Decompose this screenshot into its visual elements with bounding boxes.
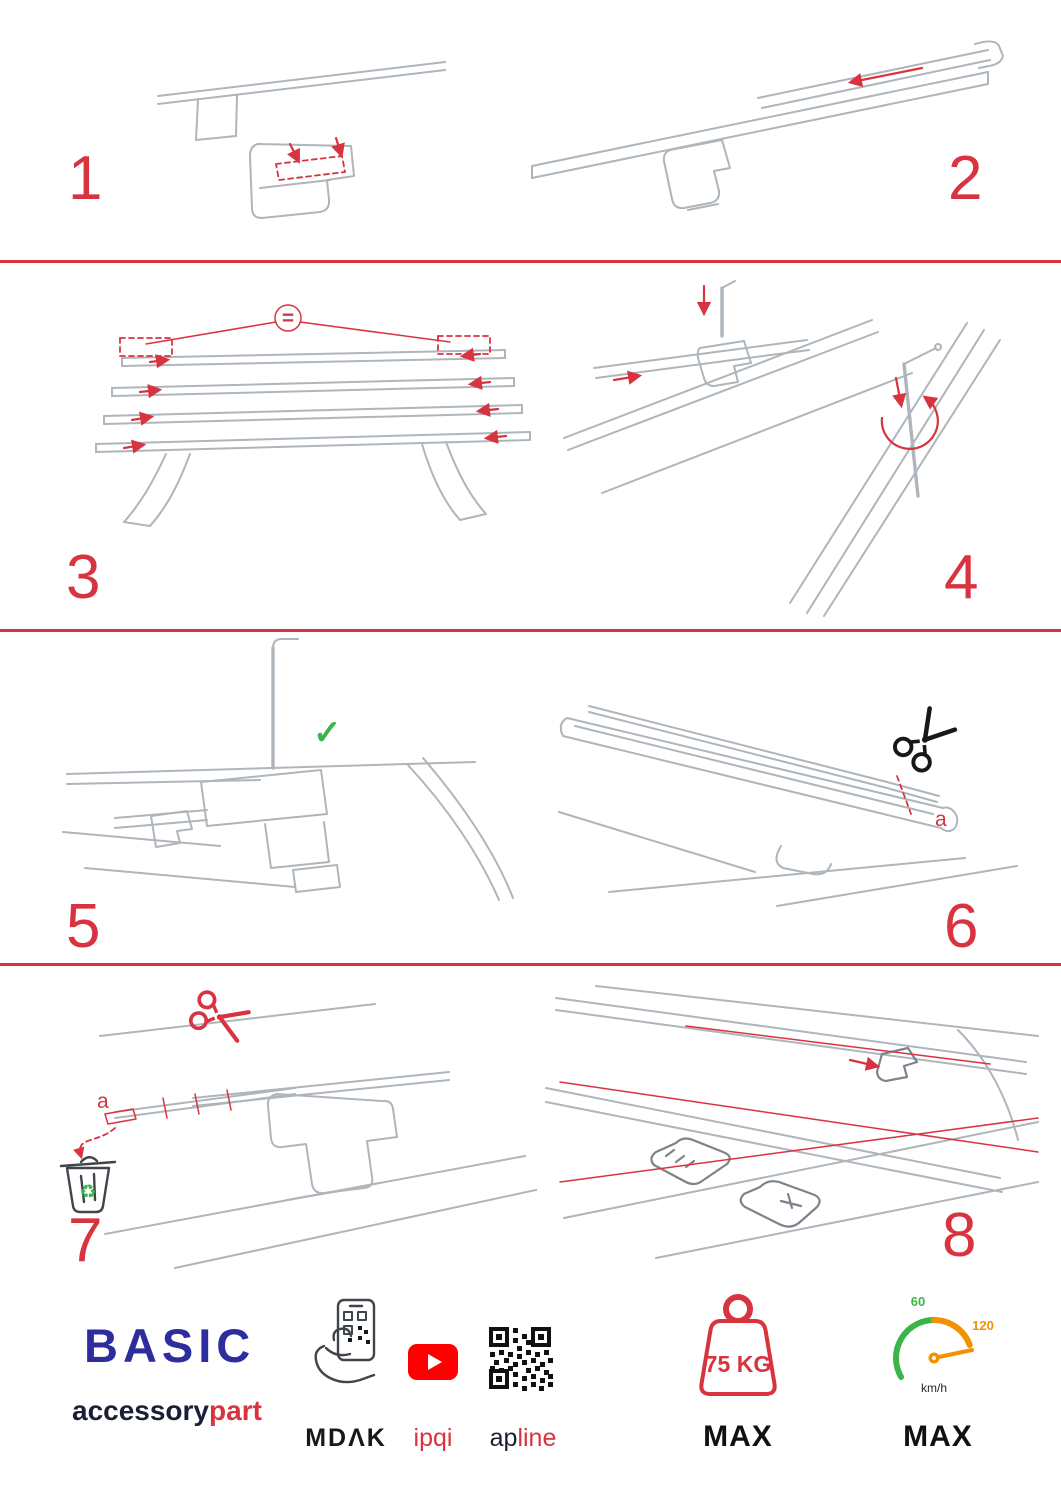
- scissors-icon: [189, 990, 251, 1044]
- cut-annotations: a: [73, 1089, 232, 1160]
- speedometer-icon: 60 120 km/h: [893, 1294, 994, 1395]
- section-divider: [0, 963, 1061, 966]
- step-4-illustration: [563, 280, 1001, 617]
- step-2-number: 2: [948, 144, 983, 213]
- trash-icon: [59, 1156, 117, 1214]
- max-load-icon: 75 KG: [699, 1294, 777, 1396]
- mdak-label: MDΛK: [305, 1424, 387, 1452]
- label-a: a: [935, 808, 947, 831]
- qr-code-icon: [489, 1327, 553, 1391]
- cut-line: [896, 775, 912, 815]
- tighten-annotations: [612, 284, 939, 450]
- rack-sketch: [95, 349, 531, 527]
- apline-label: apline: [480, 1424, 566, 1453]
- trim-strip-sketch: [99, 1003, 537, 1269]
- step-6-illustration: a: [558, 660, 1018, 907]
- allen-key-insert-sketch: [563, 280, 1001, 617]
- speed-low-label: 60: [911, 1294, 925, 1309]
- buckle-parts-sketch: [650, 1046, 919, 1228]
- section-divider: [0, 629, 1061, 632]
- apline-label-red: line: [517, 1424, 557, 1452]
- crossbar-sketch: [531, 40, 1004, 211]
- phone-qr-icon: [314, 1298, 376, 1384]
- step-4-number: 4: [944, 543, 979, 612]
- max-speed-label: MAX: [903, 1420, 973, 1453]
- brand-name-dark: accessory: [72, 1395, 210, 1426]
- label-a: a: [97, 1090, 109, 1113]
- product-name: BASIC: [84, 1319, 256, 1372]
- strap-lines: [559, 1025, 1039, 1183]
- step-8-illustration: [545, 985, 1039, 1259]
- step-1-number: 1: [68, 144, 103, 213]
- ipqi-label: ipqi: [413, 1424, 453, 1452]
- step-8-number: 8: [942, 1201, 977, 1270]
- brand-name-red: part: [209, 1395, 262, 1426]
- brand-name: accessorypart: [72, 1395, 262, 1427]
- step-6-number: 6: [944, 892, 979, 961]
- section-divider: [0, 260, 1061, 263]
- check-icon: ✓: [313, 714, 342, 752]
- step-5-illustration: ✓: [62, 638, 514, 901]
- step-1-illustration: [157, 61, 446, 219]
- step-3-number: 3: [66, 543, 101, 612]
- scissors-icon: [892, 706, 958, 774]
- step-3-illustration: =: [95, 304, 531, 527]
- step-5-number: 5: [66, 892, 101, 961]
- equal-spacing-annotation: =: [119, 304, 508, 454]
- apline-label-dark: ap: [489, 1424, 518, 1452]
- speed-high-label: 120: [972, 1318, 994, 1333]
- step-7-number: 7: [68, 1206, 103, 1275]
- roof-bars-sketch: [545, 985, 1039, 1259]
- max-load-value: 75 KG: [705, 1351, 771, 1377]
- step-7-illustration: a ♻: [59, 976, 537, 1269]
- max-load-label: MAX: [703, 1420, 773, 1453]
- recycle-icon: ♻: [79, 1182, 96, 1203]
- step-2-illustration: [531, 40, 1004, 211]
- clamp-pad-highlight: [274, 136, 347, 181]
- speed-unit-label: km/h: [921, 1381, 947, 1395]
- slide-direction-arrow: [847, 66, 924, 88]
- equal-sign: =: [282, 307, 294, 330]
- rubber-strip-sketch: [558, 705, 1018, 907]
- youtube-icon: [408, 1344, 458, 1380]
- roof-rail-sketch: [157, 61, 446, 219]
- clamp-check-sketch: [62, 638, 514, 901]
